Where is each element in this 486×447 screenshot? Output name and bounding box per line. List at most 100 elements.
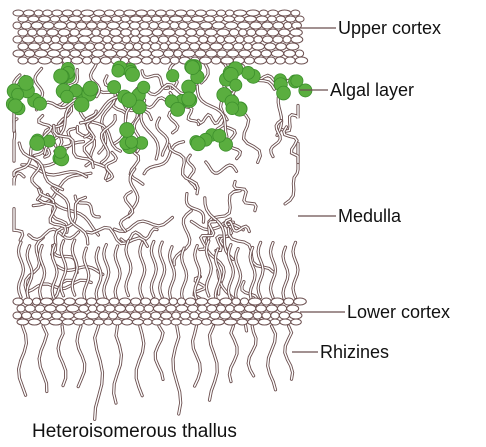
cortex-cell <box>23 298 32 305</box>
cortex-cell <box>56 305 67 312</box>
cortex-cell <box>113 43 125 50</box>
cortex-cell <box>35 305 45 312</box>
cortex-cell <box>109 298 119 305</box>
cortex-cell <box>112 36 122 43</box>
algal-cell <box>12 88 24 100</box>
cortex-cell <box>52 312 62 319</box>
cortex-cell <box>170 16 183 22</box>
cortex-cell <box>118 312 131 319</box>
cortex-cell <box>24 50 34 57</box>
cortex-cell <box>236 36 244 43</box>
cortex-cell <box>18 57 28 64</box>
algal-cell <box>120 123 135 138</box>
cortex-cell <box>262 22 273 29</box>
algal-cell <box>112 64 125 77</box>
rhizine-strand <box>210 326 218 400</box>
algal-cell <box>108 81 121 94</box>
cortex-cell <box>200 57 212 64</box>
cortex-cell <box>13 50 24 57</box>
cortex-cell <box>131 298 141 305</box>
cortex-cell <box>243 43 252 50</box>
cortex-cell <box>196 29 205 36</box>
algal-cell <box>74 97 89 112</box>
algal-cell <box>171 102 185 116</box>
cortex-cell <box>216 36 224 43</box>
cortex-cell <box>141 298 151 305</box>
cortex-cell <box>79 305 89 312</box>
cortex-cell <box>208 36 217 43</box>
cortex-cell <box>230 312 241 319</box>
cortex-cell <box>121 16 130 22</box>
cortex-cell <box>268 10 278 16</box>
cortex-cell <box>174 50 182 57</box>
cortex-cell <box>279 29 290 36</box>
cortex-cell <box>244 36 254 43</box>
cortex-cell <box>287 305 299 312</box>
cortex-cell <box>125 305 134 312</box>
cortex-cell <box>258 319 270 325</box>
cortex-cell <box>18 29 28 36</box>
cortex-cell <box>104 319 113 325</box>
cortex-cell <box>153 305 166 312</box>
cortex-cell <box>109 312 118 319</box>
cortex-cell <box>100 29 110 36</box>
cortex-cell <box>168 43 179 50</box>
medulla-hypha <box>186 194 203 223</box>
cortex-cell <box>140 22 149 29</box>
algal-cell <box>122 93 137 108</box>
cortex-cell <box>240 298 248 305</box>
cortex-cell <box>112 319 121 325</box>
cortex-cell <box>22 312 32 319</box>
cortex-cell <box>294 298 307 305</box>
cortex-cell <box>50 43 63 50</box>
cortex-cell <box>196 298 208 305</box>
algal-cell <box>125 136 137 148</box>
cortex-cell <box>130 312 140 319</box>
cortex-cell <box>130 16 142 22</box>
algal-cell <box>33 97 46 110</box>
cortex-cell <box>152 29 162 36</box>
cortex-cell <box>119 298 130 305</box>
lower-cortex-cells <box>13 298 306 325</box>
cortex-cell <box>62 312 74 319</box>
cortex-cell <box>130 36 139 43</box>
cortex-cell <box>225 305 234 312</box>
algal-cell <box>137 81 149 93</box>
cortex-cell <box>81 16 91 22</box>
rhizines-label: Rhizines <box>320 342 389 362</box>
cortex-cell <box>99 312 109 319</box>
cortex-cell <box>261 298 271 305</box>
cortex-cell <box>251 50 262 57</box>
upper-cortex-cells <box>13 10 308 64</box>
cortex-cell <box>275 57 285 64</box>
cortex-cell <box>88 305 96 312</box>
cortex-cell <box>202 319 212 325</box>
cortex-cell <box>28 29 37 36</box>
medulla-hypha <box>144 142 183 174</box>
cortex-cell <box>41 298 53 305</box>
cortex-cell <box>284 50 296 57</box>
cortex-cell <box>217 50 227 57</box>
cortex-cell <box>13 36 22 43</box>
cortex-cell <box>191 319 202 325</box>
medulla-label: Medulla <box>338 206 402 226</box>
cortex-cell <box>206 50 217 57</box>
cortex-cell <box>162 319 171 325</box>
cortex-cell <box>187 36 199 43</box>
cortex-cell <box>248 298 261 305</box>
cortex-cell <box>119 22 129 29</box>
cortex-cell <box>210 312 220 319</box>
cortex-cell <box>159 36 169 43</box>
cortex-cell <box>295 57 307 64</box>
cortex-cell <box>45 305 56 312</box>
cortex-cell <box>229 29 238 36</box>
cortex-cell <box>50 16 59 22</box>
cortex-cell <box>91 57 100 64</box>
cortex-cell <box>247 29 256 36</box>
cortex-cell <box>291 319 301 325</box>
rhizine-strand <box>229 326 237 382</box>
cortex-cell <box>161 16 169 22</box>
cortex-cell <box>133 43 141 50</box>
cortex-cell <box>142 57 153 64</box>
cortex-cell <box>79 29 92 36</box>
